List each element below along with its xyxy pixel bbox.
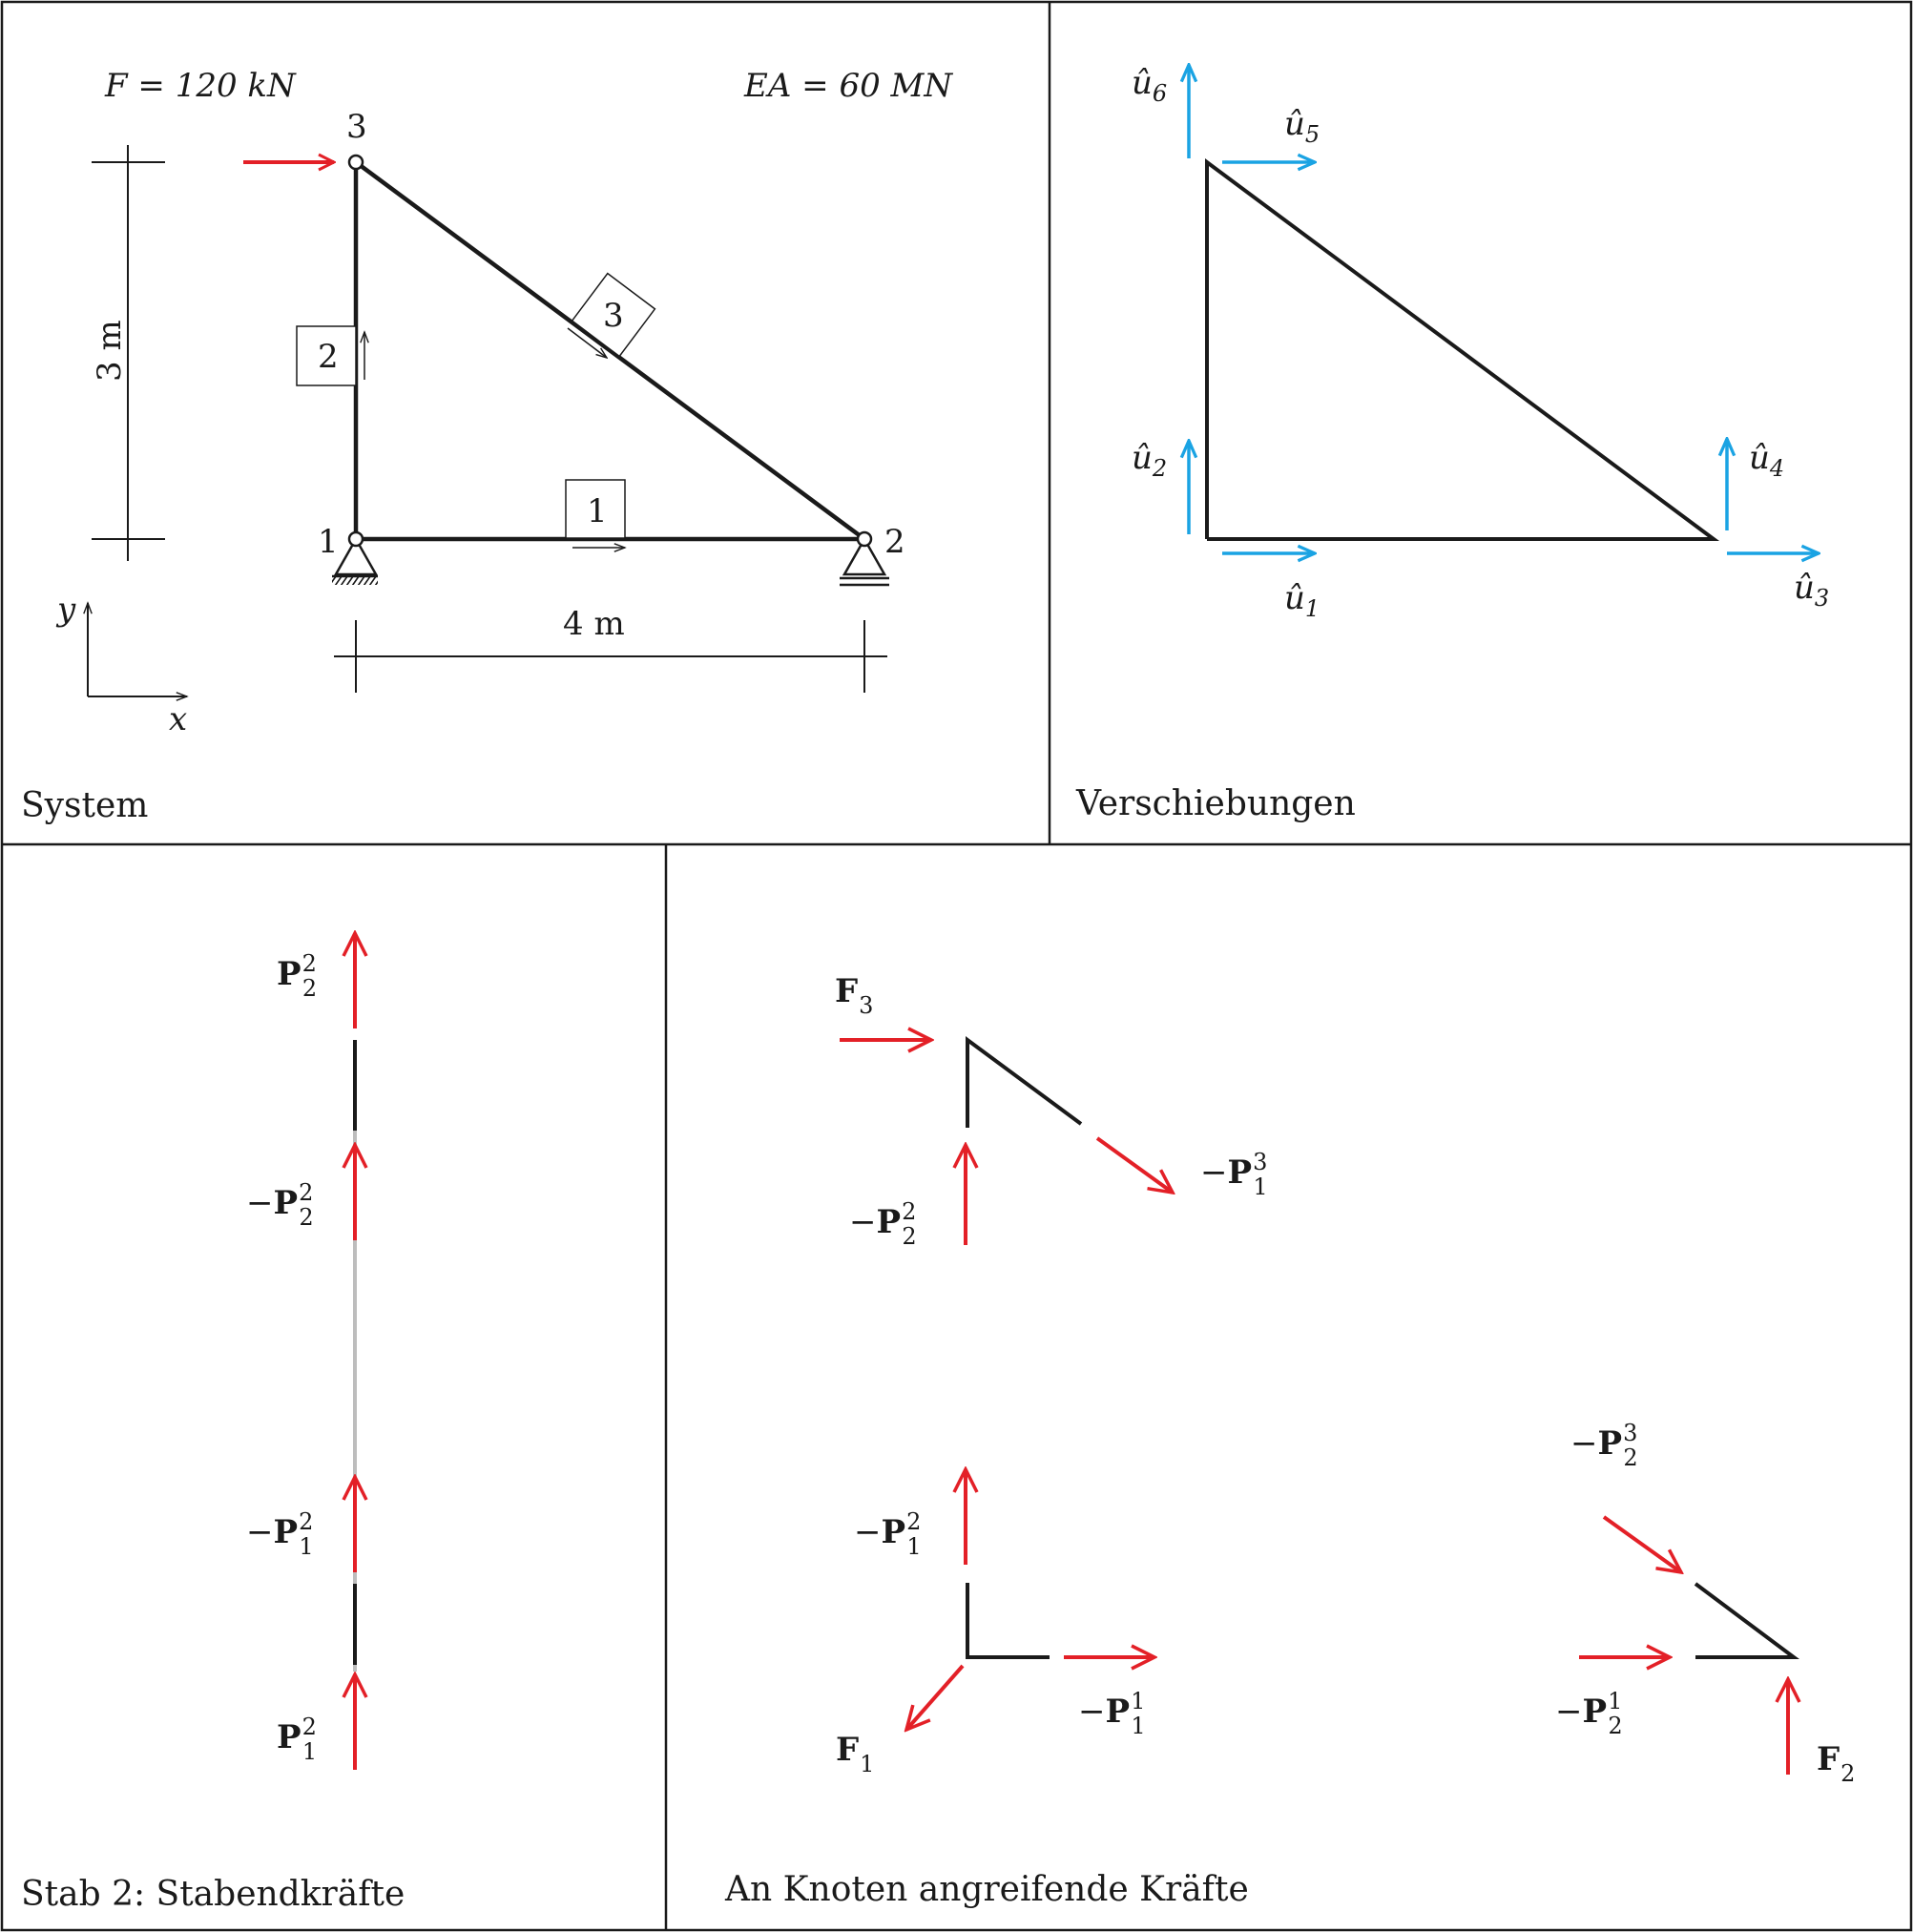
panel-displacements: Verschiebungen û1 û2 û3 û4 û5 û6 [1075,64,1829,823]
panel-system: System F = 120 kN EA = 60 MN 3 m 4 m y x [21,67,953,825]
node1-F1-arrow [906,1664,965,1730]
caption-node-forces: An Knoten angreifende Kräfte [724,1870,1249,1909]
caption-system: System [21,786,148,825]
node3-F3-label: F3 [835,972,873,1019]
member-3 [353,159,867,542]
roller-support-icon [840,536,889,587]
node1-F1-label: F1 [836,1731,874,1777]
caption-member2: Stab 2: Stabendkräfte [21,1875,405,1914]
node2-negP23-arrow [1602,1515,1681,1572]
dof-u2-label: û2 [1132,439,1167,482]
dof-u1-label: û1 [1284,579,1320,622]
node-3-hinge-icon [347,154,364,171]
member-1-label: 1 [587,492,608,530]
dof-u4-label: û4 [1749,439,1784,482]
member-1-box [565,479,626,539]
axis-x-label: x [169,700,187,738]
stiffness-label: EA = 60 MN [743,67,953,105]
pin-support-icon [332,536,379,585]
node-1-hinge-icon [347,530,364,548]
dim-height-label: 3 m [91,320,129,382]
member-2-label: 2 [318,338,339,376]
dof-u5-label: û5 [1284,105,1320,148]
dof-arrows [1189,65,1819,553]
node2-F2-label: F2 [1817,1740,1855,1787]
force-label: F = 120 kN [104,67,297,105]
dof-u3-label: û3 [1794,569,1829,612]
member-3-direction-icon [567,327,607,358]
axis-y-label: y [55,591,76,629]
node-1-label: 1 [318,523,339,561]
node-2-label: 2 [884,523,905,561]
node-2-hinge-icon [856,530,873,548]
dim-width-label: 4 m [563,605,625,643]
member-2-box [296,325,357,386]
node3-negP13-arrow [1095,1136,1173,1193]
member-3-label: 3 [603,297,624,335]
dof-u6-label: û6 [1132,64,1167,107]
caption-displacements: Verschiebungen [1075,784,1356,823]
dim-width [334,620,887,693]
axes-icon [88,603,187,696]
truss-outline [1205,158,1720,541]
dim-height [92,145,165,561]
node-3-label: 3 [346,108,367,146]
member-3-box [571,272,656,358]
